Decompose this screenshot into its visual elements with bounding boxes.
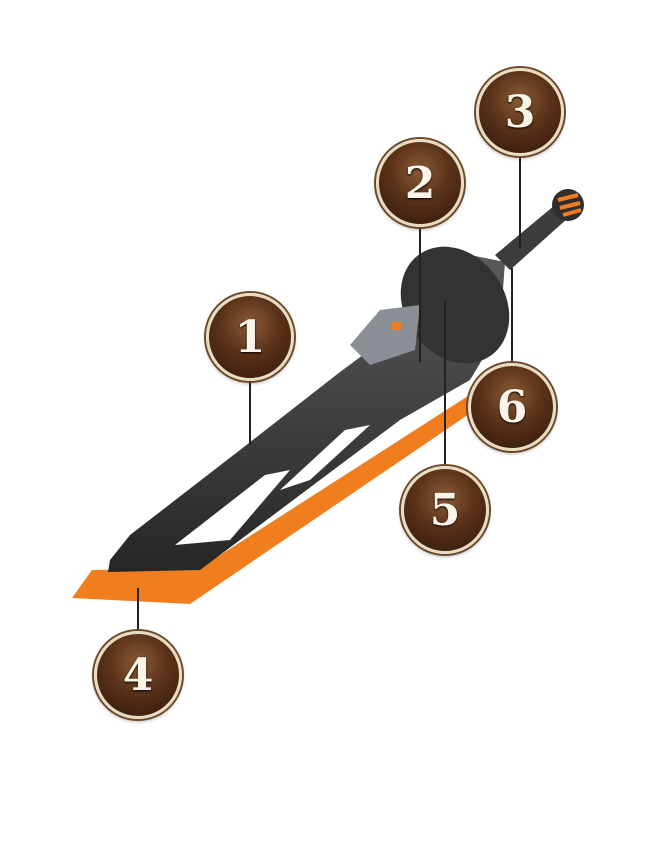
callout-1: 1	[206, 293, 294, 381]
callout-6: 6	[468, 363, 556, 451]
callout-6-label: 6	[496, 381, 528, 433]
callout-4-label: 4	[122, 649, 154, 701]
leader-lines	[137, 156, 521, 632]
hilt-panel	[350, 305, 420, 365]
blade-cutout-2	[280, 425, 370, 490]
pommel-accent	[557, 193, 582, 217]
callout-2: 2	[376, 139, 464, 227]
callout-5-label: 5	[429, 484, 461, 536]
callout-5: 5	[401, 466, 489, 554]
grip	[495, 205, 568, 270]
blade-cutout-1	[175, 470, 290, 545]
hilt-accent	[392, 322, 402, 330]
callout-1-label: 1	[234, 311, 266, 363]
blade-edge	[72, 396, 472, 604]
callout-2-label: 2	[404, 157, 436, 209]
callout-4: 4	[94, 631, 182, 719]
callout-3-label: 3	[504, 86, 536, 138]
hilt-guard	[400, 246, 510, 364]
callout-3: 3	[476, 68, 564, 156]
